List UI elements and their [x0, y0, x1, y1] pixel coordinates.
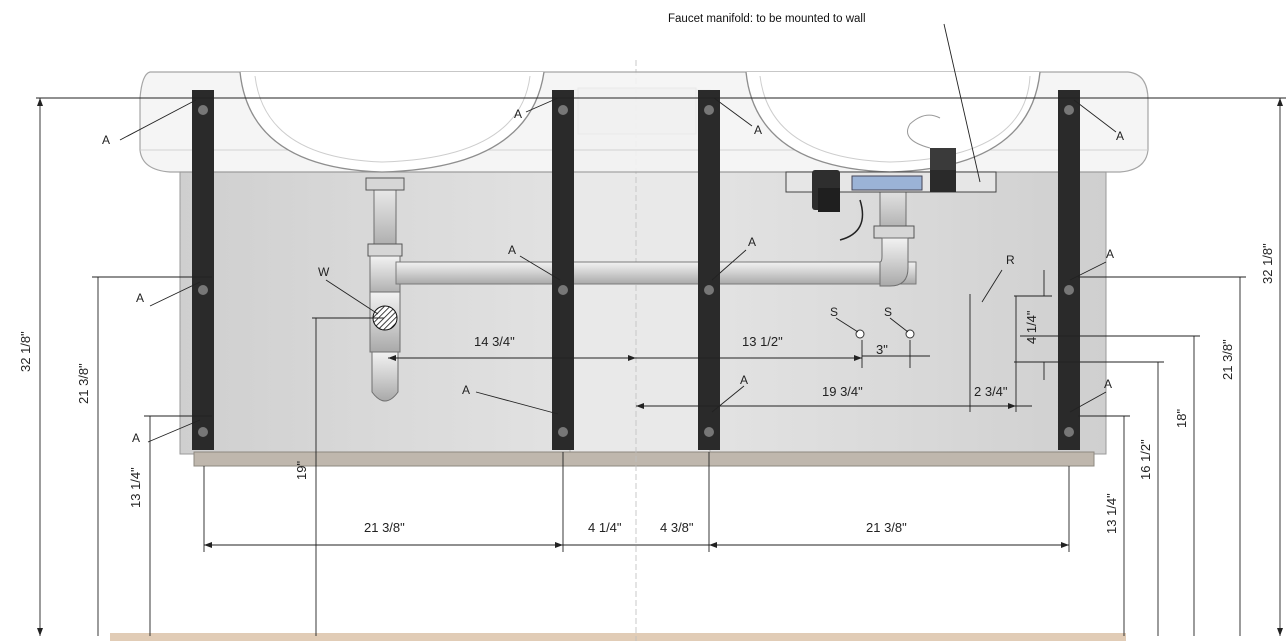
sink-left	[239, 71, 545, 173]
dim-center-right: 4 3/8"	[660, 520, 694, 535]
bracket-label: A	[748, 235, 756, 249]
mounting-bracket-4	[1058, 90, 1080, 450]
dim-bracket-lower-left: 13 1/4"	[128, 467, 143, 508]
bracket-label: A	[102, 133, 110, 147]
dim-drain-height: 19"	[294, 461, 309, 480]
bracket-label: A	[136, 291, 144, 305]
dim-receptacle-tall: 4 1/4"	[1024, 310, 1039, 344]
dim-overall-height-right: 32 1/8"	[1260, 243, 1275, 284]
dim-center-left: 4 1/4"	[588, 520, 622, 535]
dim-bracket-span-left: 21 3/8"	[364, 520, 405, 535]
floor	[110, 633, 1126, 641]
mounting-bracket-2	[552, 90, 574, 450]
mounting-bracket-1	[192, 90, 214, 450]
drain-assembly-left	[365, 177, 917, 402]
faucet-manifold	[785, 114, 997, 241]
bracket-label: A	[132, 431, 140, 445]
mounting-bracket-3	[698, 90, 720, 450]
arrowheads	[37, 98, 1283, 636]
dim-bracket-upper-left: 21 3/8"	[76, 363, 91, 404]
dim-bracket-upper-right: 21 3/8"	[1220, 339, 1235, 380]
bracket-label: A	[514, 107, 522, 121]
supply-label: S	[830, 305, 838, 319]
dim-overall-height: 32 1/8"	[18, 331, 33, 372]
dim-bracket-lower-right: 13 1/4"	[1104, 493, 1119, 534]
dim-bracket-span-right: 21 3/8"	[866, 520, 907, 535]
bracket-label: A	[740, 373, 748, 387]
faucet-manifold-note: Faucet manifold: to be mounted to wall	[668, 13, 866, 25]
dim-supply-offset: 13 1/2"	[742, 334, 783, 349]
bracket-label: A	[462, 383, 470, 397]
dim-supply-height: 18"	[1174, 409, 1189, 428]
supply-label: S	[884, 305, 892, 319]
dim-receptacle-width: 2 3/4"	[974, 384, 1008, 399]
sink-right	[745, 71, 1041, 173]
dimension-lines	[36, 23, 1286, 636]
dim-receptacle-offset: 19 3/4"	[822, 384, 863, 399]
dim-supply-spacing: 3"	[876, 342, 888, 357]
dim-drain-offset: 14 3/4"	[474, 334, 515, 349]
bracket-label: A	[508, 243, 516, 257]
bracket-label: A	[1106, 247, 1114, 261]
receptacle-label: R	[1006, 253, 1015, 267]
bracket-label: A	[754, 123, 762, 137]
bracket-label: A	[1104, 377, 1112, 391]
drain-label: W	[318, 265, 330, 279]
bracket-label: A	[1116, 129, 1124, 143]
dim-receptacle-height: 16 1/2"	[1138, 439, 1153, 480]
